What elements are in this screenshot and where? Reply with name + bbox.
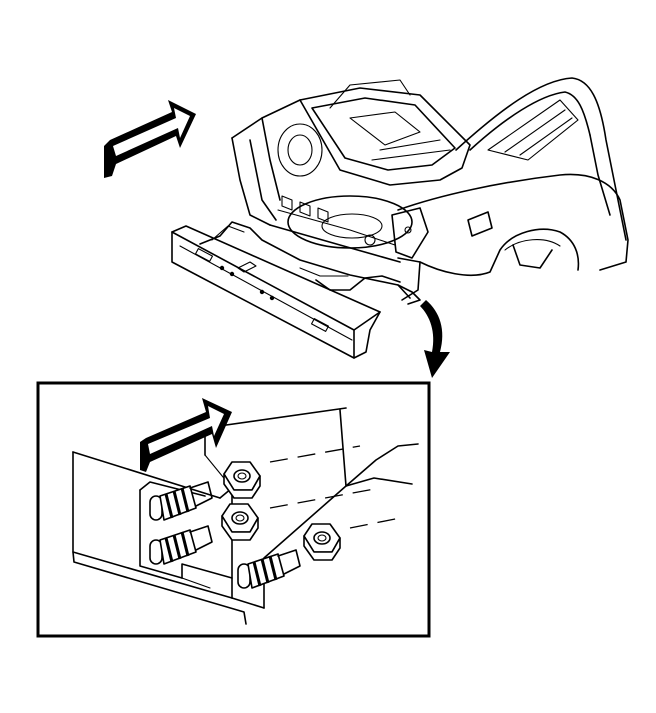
- callout-arrow-icon: [420, 300, 450, 378]
- direction-arrow-icon: [140, 398, 232, 472]
- impact-bar: [171, 225, 381, 359]
- impact-bar-brackets: [199, 221, 421, 305]
- fuel-door: [467, 211, 493, 237]
- alignment-lines: [269, 445, 401, 529]
- stud-icon: [149, 481, 301, 589]
- trunk-opening: [277, 79, 471, 186]
- vehicle-body-illustration: [171, 77, 629, 378]
- detail-inset: [36, 381, 431, 638]
- hex-nut-icon: [221, 461, 341, 561]
- rear-window-and-pillar: [455, 77, 627, 241]
- rear-body-panel: [231, 99, 413, 263]
- tail-lamp-area: [391, 207, 429, 259]
- quarter-panel: [391, 173, 629, 301]
- direction-arrow-icon: [104, 100, 196, 178]
